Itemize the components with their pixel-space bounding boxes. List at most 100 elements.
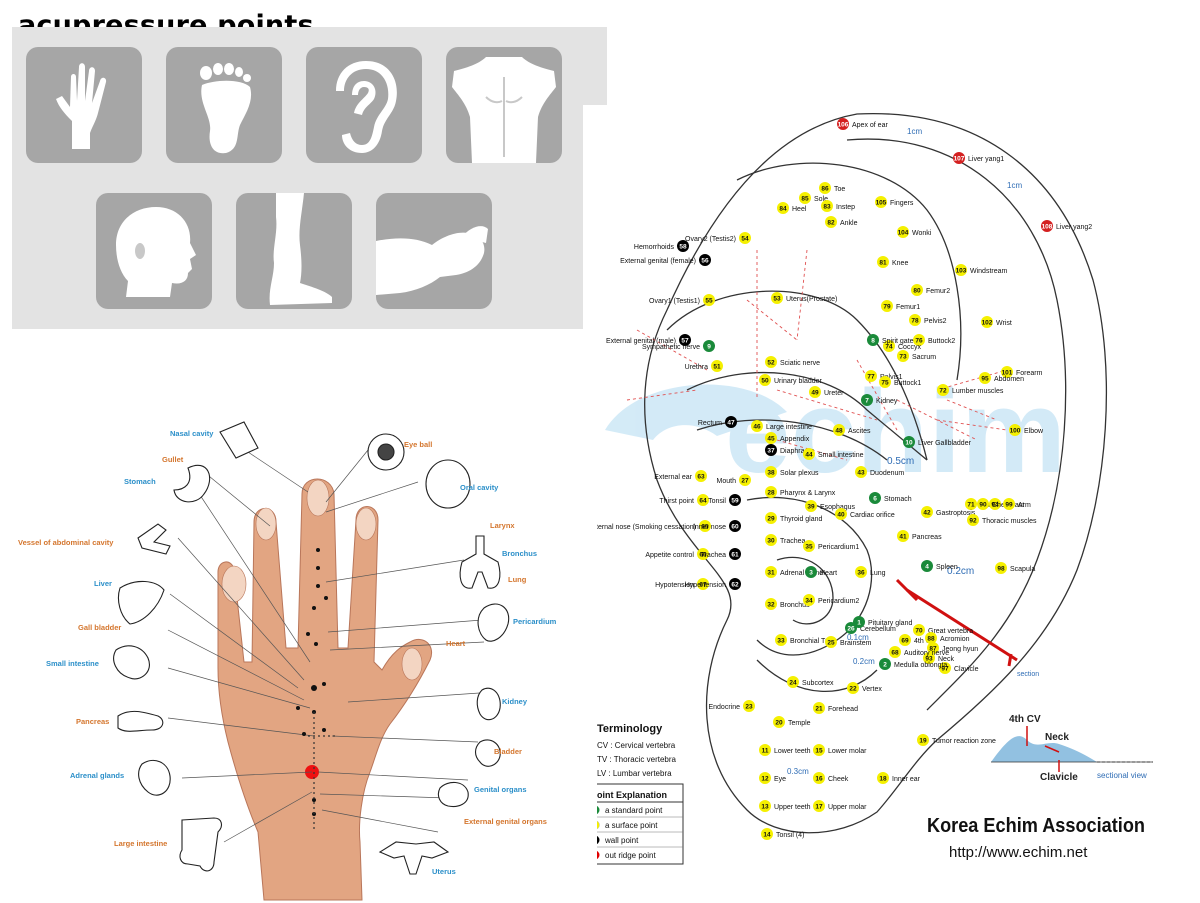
- ear-category-tile[interactable]: [306, 47, 422, 163]
- head-category-tile[interactable]: [96, 193, 212, 309]
- association-url[interactable]: http://www.echim.net: [949, 844, 1088, 861]
- arm-category-tile[interactable]: [376, 193, 492, 309]
- hand-category-tile[interactable]: [26, 47, 142, 163]
- foot-category-tile[interactable]: [166, 47, 282, 163]
- leg-category-tile[interactable]: [236, 193, 352, 309]
